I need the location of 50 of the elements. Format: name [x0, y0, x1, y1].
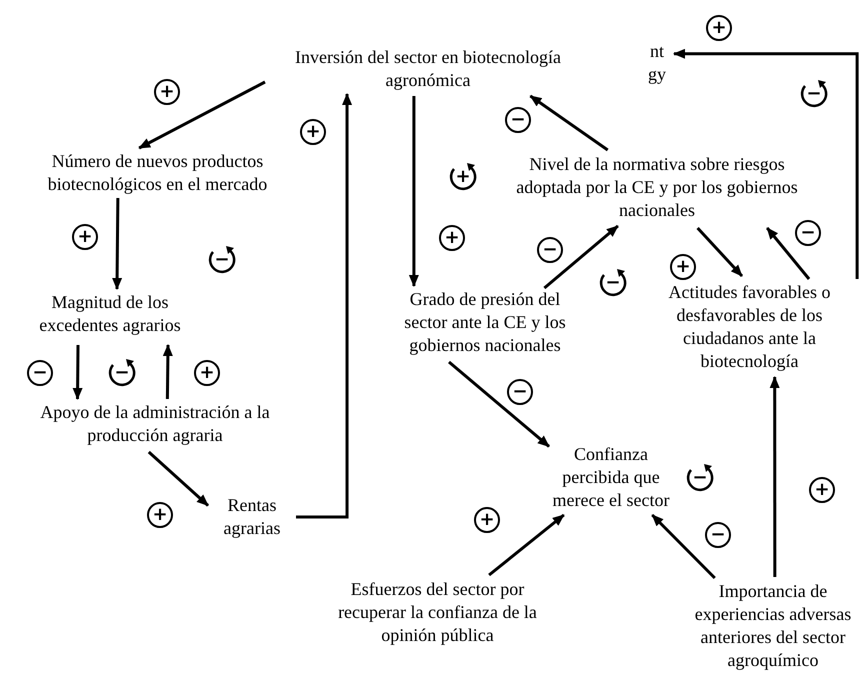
loop-polarity-sign: − — [598, 268, 628, 298]
arrow — [296, 93, 352, 518]
polarity-sign: − — [795, 220, 821, 246]
arrow — [112, 198, 122, 290]
polarity-sign: + — [474, 507, 500, 533]
loop-polarity-sign: + — [448, 162, 478, 192]
node-label: Confianza percibida que merece el sector — [552, 443, 670, 512]
arrow — [651, 514, 716, 580]
node-label: Apoyo de la administración a la producción agraria — [39, 401, 271, 447]
node-label: Actitudes favorables o desfavorables de los ciudadanos ante la biotecnología — [668, 281, 832, 373]
polarity-sign: + — [809, 477, 835, 503]
polarity-sign: − — [507, 379, 533, 405]
polarity-sign: + — [670, 254, 696, 280]
polarity-sign: − — [27, 360, 53, 386]
node-label: nt gy — [647, 40, 667, 86]
node-label: Rentas agrarias — [222, 494, 282, 540]
node-label: Esfuerzos del sector por recuperar la confianza de la opinión pública — [337, 578, 538, 647]
polarity-sign: + — [72, 224, 98, 250]
arrow — [673, 48, 859, 279]
arrow — [162, 344, 173, 400]
polarity-sign: − — [537, 237, 563, 263]
node-label: Magnitud de los excedentes agrarios — [38, 291, 182, 337]
node-label: Importancia de experiencias adversas anteriores del sector agroquímico — [694, 580, 852, 672]
polarity-sign: + — [147, 502, 173, 528]
polarity-sign: + — [439, 225, 465, 251]
loop-polarity-sign: − — [207, 245, 237, 275]
arrow — [543, 224, 619, 290]
polarity-sign: − — [705, 522, 731, 548]
loop-polarity-sign: − — [799, 79, 829, 109]
arrow — [766, 227, 810, 280]
arrow — [72, 344, 83, 400]
polarity-sign: + — [706, 15, 732, 41]
polarity-sign: + — [154, 79, 180, 105]
node-label: Inversión del sector en biotecnología agronómica — [294, 46, 562, 92]
node-label: Número de nuevos productos biotecnológicos en el mercado — [46, 150, 268, 196]
polarity-sign: + — [300, 119, 326, 145]
arrow — [148, 450, 209, 507]
polarity-sign: − — [505, 107, 531, 133]
node-label: Nivel de la normativa sobre riesgos adoptada por la CE y por los gobiernos nacionales — [515, 153, 799, 222]
arrow — [696, 226, 744, 278]
node-label: Grado de presión del sector ante la CE y los gobiernos nacionales — [403, 288, 567, 357]
arrow — [770, 376, 780, 577]
arrow — [448, 360, 550, 448]
loop-polarity-sign: − — [107, 358, 137, 388]
arrow — [530, 94, 609, 152]
polarity-sign: + — [194, 360, 220, 386]
arrow — [408, 96, 419, 287]
arrow — [138, 80, 266, 150]
loop-polarity-sign: − — [685, 463, 715, 493]
arrow — [488, 514, 565, 576]
